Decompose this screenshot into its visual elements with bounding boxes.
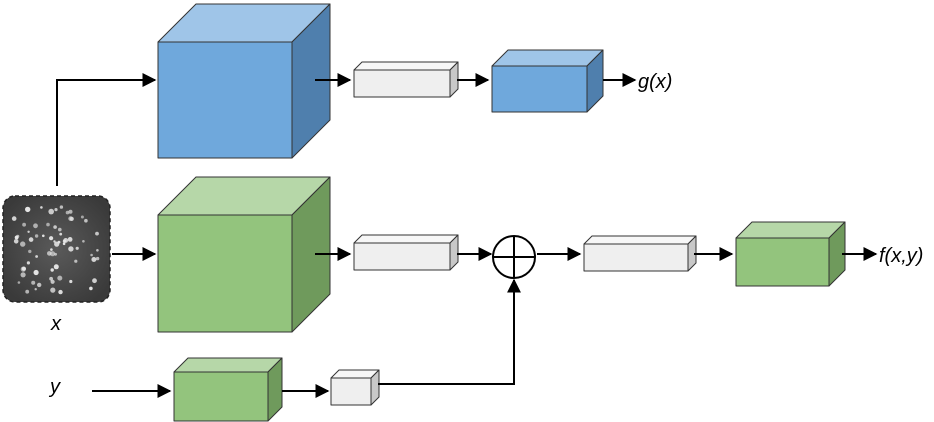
blue-block-small — [491, 49, 604, 113]
green-block-large — [157, 176, 331, 333]
grey-block-long — [583, 235, 697, 272]
connectors — [56, 73, 878, 398]
grey-block-small — [330, 369, 380, 406]
grey-block-mid — [353, 234, 459, 271]
label-gx: g(x) — [638, 71, 672, 93]
arrow-x-to-blue-block — [56, 73, 157, 186]
green-block-right — [735, 221, 846, 287]
label-y: y — [48, 376, 61, 398]
label-x: x — [50, 313, 62, 335]
grey-block-top — [353, 61, 459, 98]
arrow-grey-small-to-sum — [378, 278, 521, 385]
green-block-bottom — [173, 357, 283, 422]
label-fxy: f(x,y) — [879, 245, 923, 267]
input-image-x — [2, 195, 111, 303]
sum-node — [492, 235, 536, 279]
blue-block-large — [157, 3, 331, 159]
